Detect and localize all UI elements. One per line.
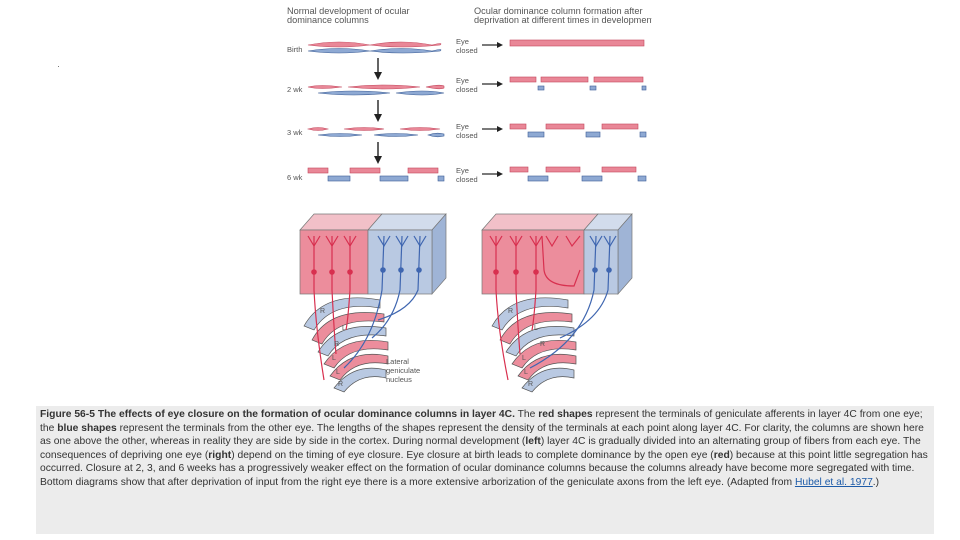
- lgn-label-line3: nucleus: [386, 375, 412, 384]
- figure-caption: Figure 56-5 The effects of eye closure o…: [36, 406, 934, 534]
- caption-text-7: .): [873, 477, 879, 488]
- lgn-layer-label-l1: L: [342, 325, 346, 332]
- eye-closed-label-3wk-2: closed: [456, 131, 478, 140]
- lgn-layer-label-r2: R: [334, 341, 339, 348]
- stage-label-2wk: 2 wk: [287, 85, 303, 94]
- figure-illustration: Normal development of ocular dominance c…: [284, 0, 652, 398]
- deprived-layer-label-l3: L: [524, 369, 528, 376]
- normal-birth-terminals: [308, 42, 441, 53]
- deprived-birth-red-terminal: [510, 40, 644, 46]
- lgn-label-line2: geniculate: [386, 366, 420, 375]
- deprived-layer-label-l1: L: [534, 325, 538, 332]
- arrow-down-icon: [374, 58, 382, 164]
- stage-label-3wk: 3 wk: [287, 128, 303, 137]
- arrow-icon-3wk: [482, 126, 503, 132]
- left-panel-title-line2: dominance columns: [287, 15, 369, 25]
- caption-blue-shapes: blue shapes: [57, 423, 117, 434]
- normal-3wk-terminals: [308, 128, 444, 137]
- normal-2wk-terminals: [308, 85, 444, 95]
- eye-closed-label-6wk-1: Eye: [456, 166, 469, 175]
- right-panel-title-line2: deprivation at different times in develo…: [474, 15, 652, 25]
- eye-closed-label-2wk-2: closed: [456, 85, 478, 94]
- deprived-layer-label-r1: R: [508, 308, 513, 315]
- arrow-icon-birth: [482, 42, 503, 48]
- deprived-layer-label-r2: R: [540, 341, 545, 348]
- caption-figure-number: Figure 56-5: [40, 409, 95, 420]
- eye-closed-label-2wk-1: Eye: [456, 76, 469, 85]
- eye-closed-label-6wk-2: closed: [456, 175, 478, 184]
- caption-right: right: [208, 450, 231, 461]
- eye-closed-label-birth-1: Eye: [456, 37, 469, 46]
- stage-label-6wk: 6 wk: [287, 173, 303, 182]
- deprived-layer-label-l2: L: [522, 355, 526, 362]
- caption-text-1: The: [515, 409, 538, 420]
- normal-6wk-terminals: [308, 168, 444, 181]
- deprived-layer-label-r3: R: [528, 381, 533, 388]
- deprived-3wk-terminals: [510, 124, 646, 137]
- lgn-label-line1: Lateral: [386, 357, 409, 366]
- arrow-icon-2wk: [482, 81, 503, 87]
- caption-title: The effects of eye closure on the format…: [98, 409, 515, 420]
- deprived-2wk-terminals: [510, 77, 646, 90]
- caption-red: red: [714, 450, 730, 461]
- arrow-icon-6wk: [482, 171, 503, 177]
- stage-label-birth: Birth: [287, 45, 302, 54]
- caption-red-shapes: red shapes: [538, 409, 592, 420]
- caption-text-5: ) depend on the timing of eye closure. E…: [231, 450, 714, 461]
- deprived-6wk-terminals: [510, 167, 646, 181]
- eye-closed-label-3wk-1: Eye: [456, 122, 469, 131]
- normal-lgn-layers: [304, 298, 388, 392]
- normal-cortex-block: [300, 214, 446, 294]
- eye-closed-label-birth-2: closed: [456, 46, 478, 55]
- lgn-layer-label-l2: L: [332, 355, 336, 362]
- lgn-layer-label-r3: R: [338, 381, 343, 388]
- caption-paragraph: Figure 56-5 The effects of eye closure o…: [36, 406, 934, 490]
- lgn-layer-label-l3: L: [336, 369, 340, 376]
- caption-left: left: [525, 436, 540, 447]
- stray-mark: [58, 66, 59, 67]
- lgn-layer-label-r1: R: [320, 308, 325, 315]
- citation-link[interactable]: Hubel et al. 1977: [795, 477, 873, 488]
